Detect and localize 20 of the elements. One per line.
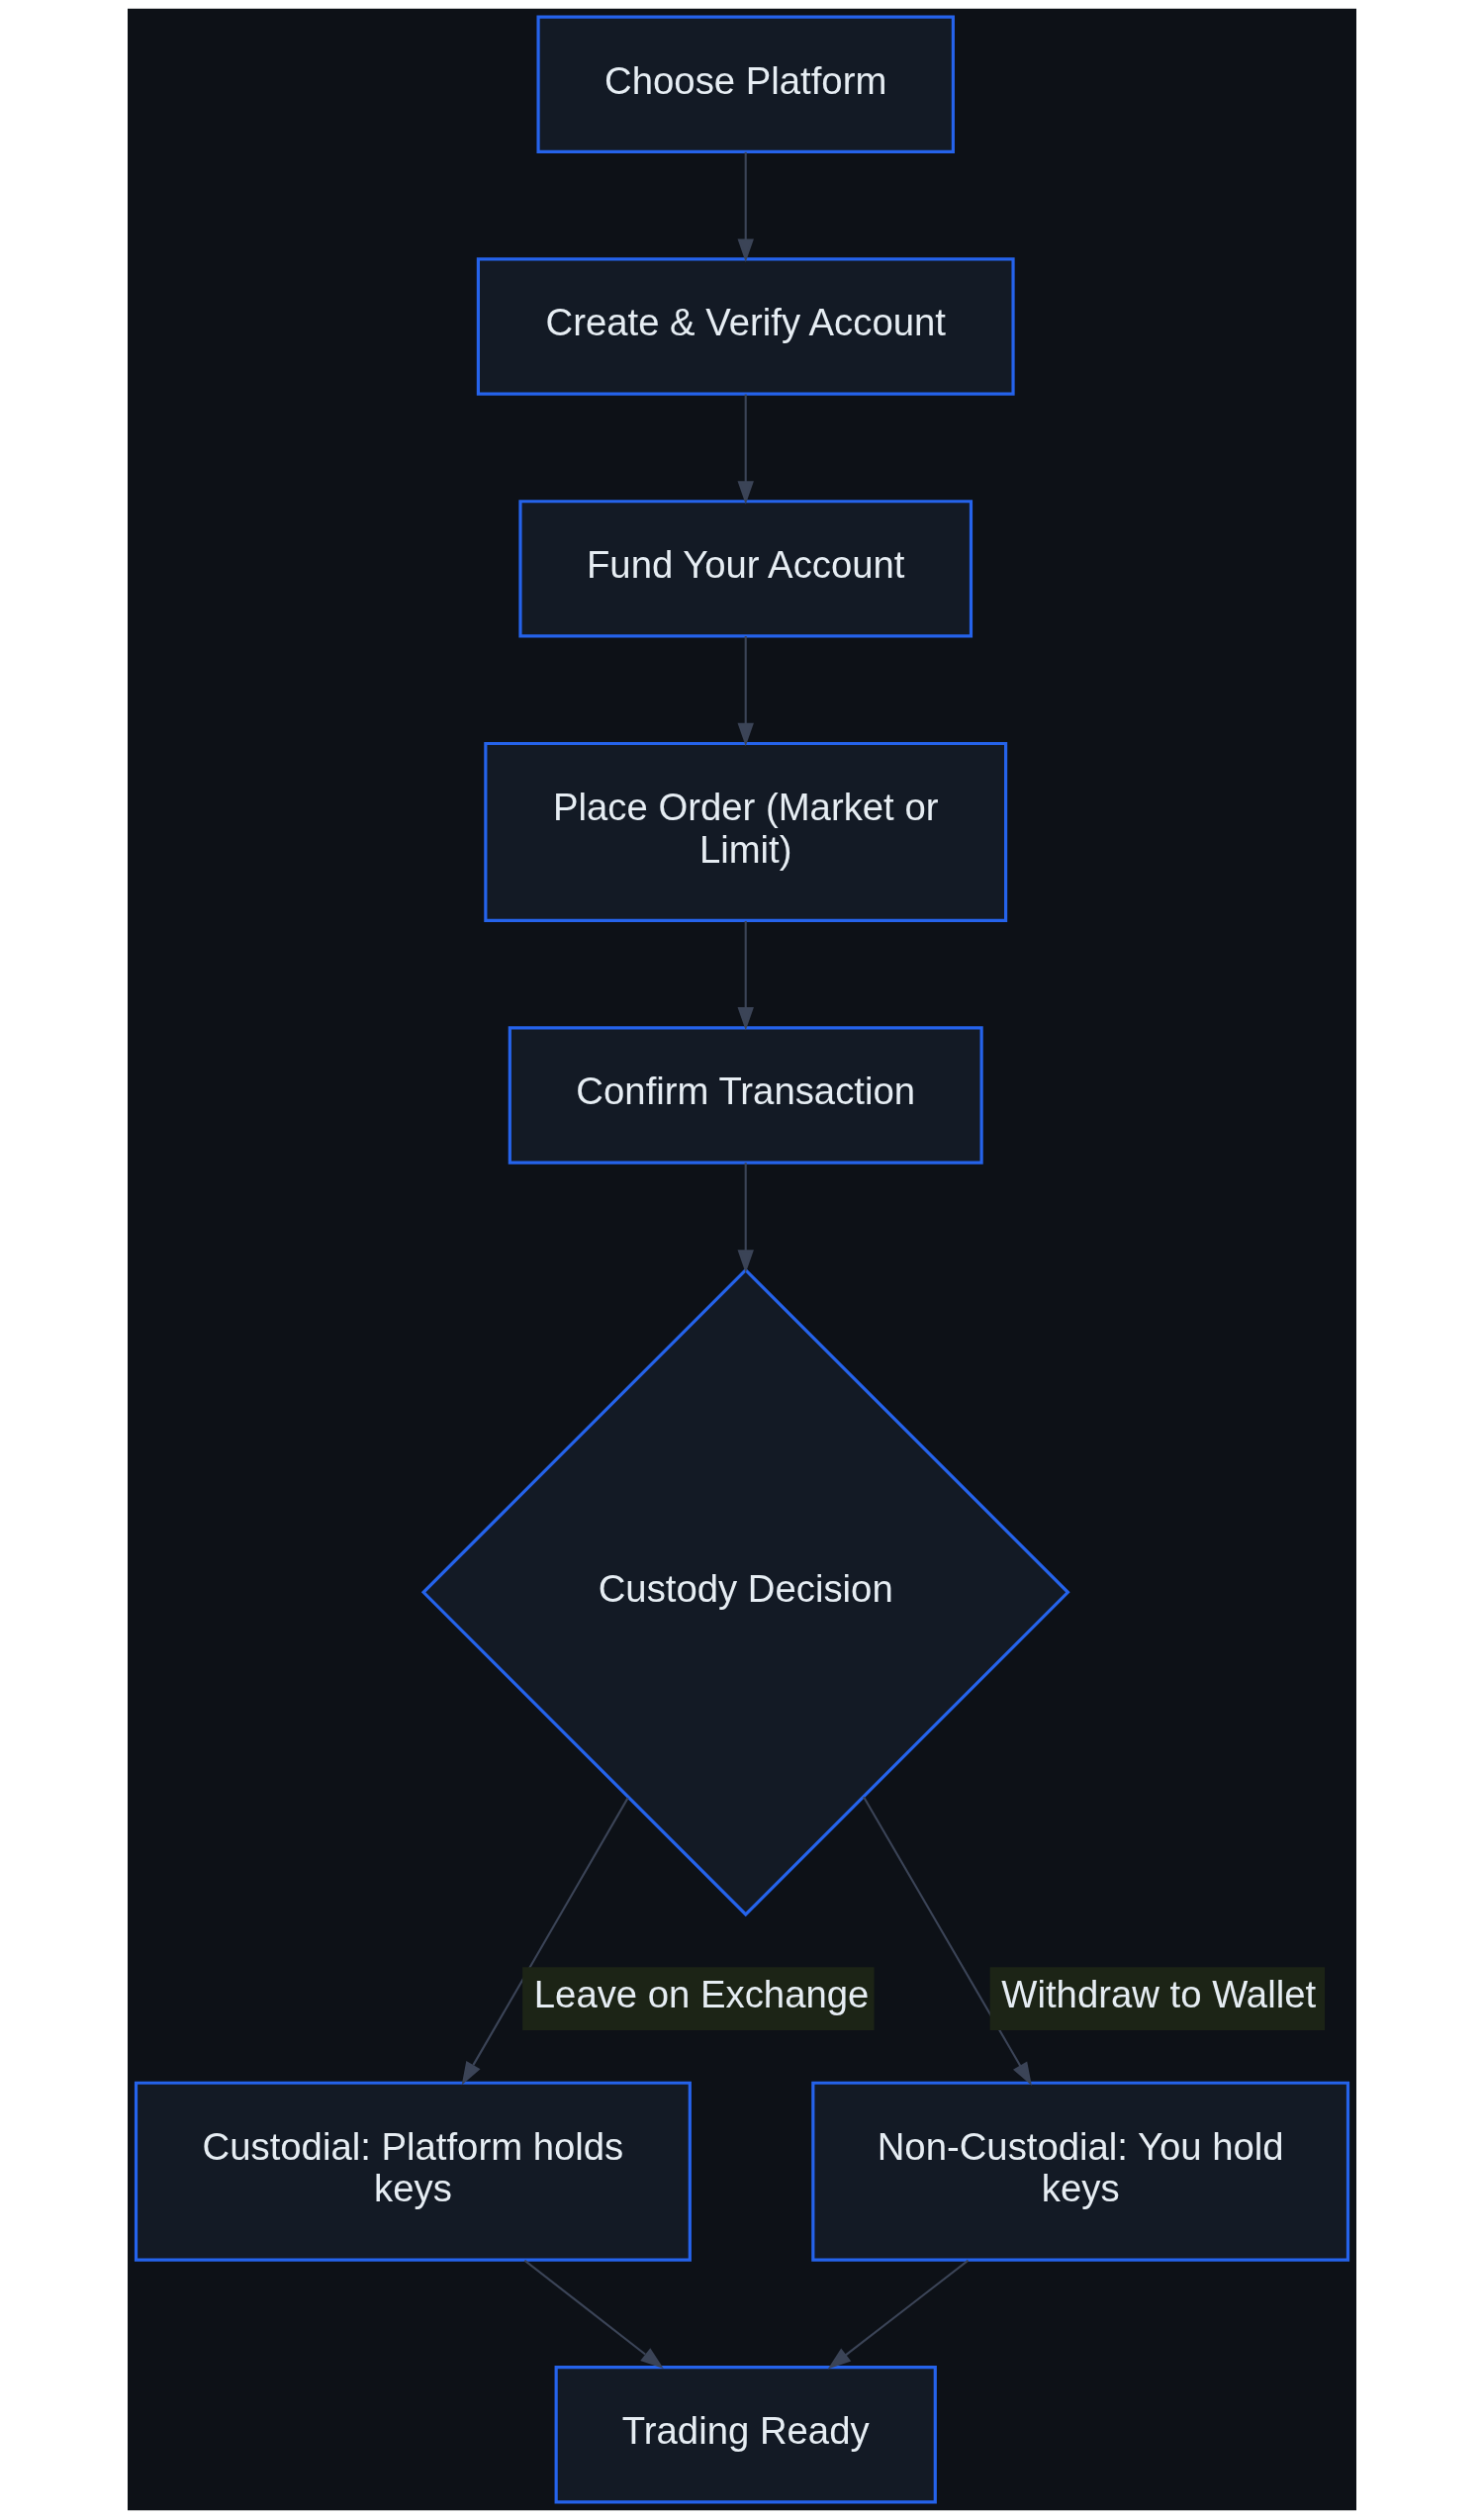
arrow (461, 1797, 629, 2086)
node-box: Create & Verify Account (476, 257, 1015, 396)
edge-label: Leave on Exchange (533, 1973, 870, 2016)
arrow (827, 2259, 970, 2370)
arrow (737, 920, 754, 1031)
node-box: Choose Platform (536, 15, 955, 153)
arrow (863, 1796, 1032, 2086)
node-box: Fund Your Account (518, 500, 974, 638)
node-box: Non-Custodial: You hold keys (811, 2081, 1350, 2262)
arrow (737, 394, 754, 505)
arrow (737, 636, 754, 747)
arrow (737, 151, 754, 262)
node-box: Trading Ready (554, 2366, 937, 2504)
node-diamond: Custody Decision (420, 1267, 1070, 1917)
arrow (523, 2259, 664, 2369)
arrow (737, 1163, 754, 1273)
node-box: Place Order (Market or Limit) (484, 741, 1008, 922)
edge-label: Withdraw to Wallet (1001, 1973, 1317, 2016)
node-box: Custodial: Platform holds keys (134, 2081, 692, 2262)
node-box: Confirm Transaction (508, 1026, 983, 1165)
